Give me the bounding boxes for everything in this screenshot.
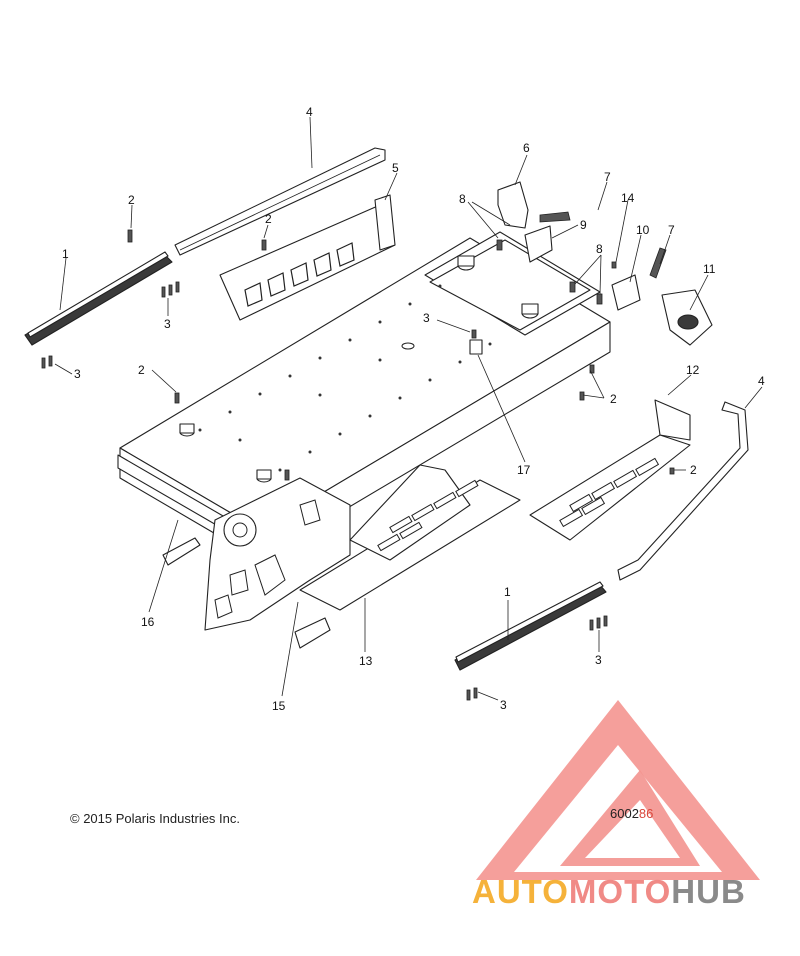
- callout-3: 3: [500, 698, 507, 712]
- callout-2: 2: [610, 392, 617, 406]
- callout-4: 4: [758, 374, 765, 388]
- callout-7: 7: [668, 223, 675, 237]
- callout-3: 3: [423, 311, 430, 325]
- slide-rail-left: [24, 251, 173, 346]
- callout-5: 5: [392, 161, 399, 175]
- callout-4: 4: [306, 105, 313, 119]
- callout-13: 13: [359, 654, 373, 668]
- rail-upper: [174, 147, 386, 256]
- callout-11: 11: [703, 262, 716, 276]
- callout-8: 8: [459, 192, 466, 206]
- callout-3: 3: [595, 653, 602, 667]
- callout-16: 16: [141, 615, 155, 629]
- callout-3: 3: [164, 317, 171, 331]
- callout-6: 6: [523, 141, 530, 155]
- callout-2: 2: [128, 193, 135, 207]
- upper-side-panel: [219, 194, 396, 321]
- callout-2: 2: [265, 212, 272, 226]
- callout-9: 9: [580, 218, 587, 232]
- callout-3: 3: [74, 367, 81, 381]
- callout-10: 10: [636, 223, 650, 237]
- callout-1: 1: [62, 247, 69, 261]
- running-board-right: [529, 399, 691, 541]
- logo-wordmark: AUTOMOTOHUB: [472, 873, 746, 910]
- brackets-lower: [162, 339, 483, 649]
- callout-2: 2: [690, 463, 697, 477]
- slide-rail-right: [454, 581, 607, 671]
- rail-lower: [617, 401, 749, 581]
- callout-17: 17: [517, 463, 531, 477]
- callout-12: 12: [686, 363, 700, 377]
- diagram-reference-number: 600286: [610, 806, 653, 821]
- callout-labels: 1 1 2 2 2 2 2 3 3 3 3 3 4 4 5 6 7 7 8 8 …: [62, 105, 765, 713]
- brackets-upper: [497, 181, 553, 263]
- callout-2: 2: [138, 363, 145, 377]
- leader-lines: [54, 116, 763, 701]
- fasteners: [41, 211, 675, 701]
- brackets-right: [611, 274, 713, 346]
- callout-1: 1: [504, 585, 511, 599]
- side-frame-left: [204, 477, 351, 631]
- tunnel-assembly: [117, 231, 611, 561]
- callout-14: 14: [621, 191, 635, 205]
- callout-7: 7: [604, 170, 611, 184]
- logo-triangle: [476, 700, 760, 880]
- running-board-left: [299, 464, 521, 611]
- callout-8: 8: [596, 242, 603, 256]
- copyright-text: © 2015 Polaris Industries Inc.: [70, 811, 240, 826]
- callout-15: 15: [272, 699, 286, 713]
